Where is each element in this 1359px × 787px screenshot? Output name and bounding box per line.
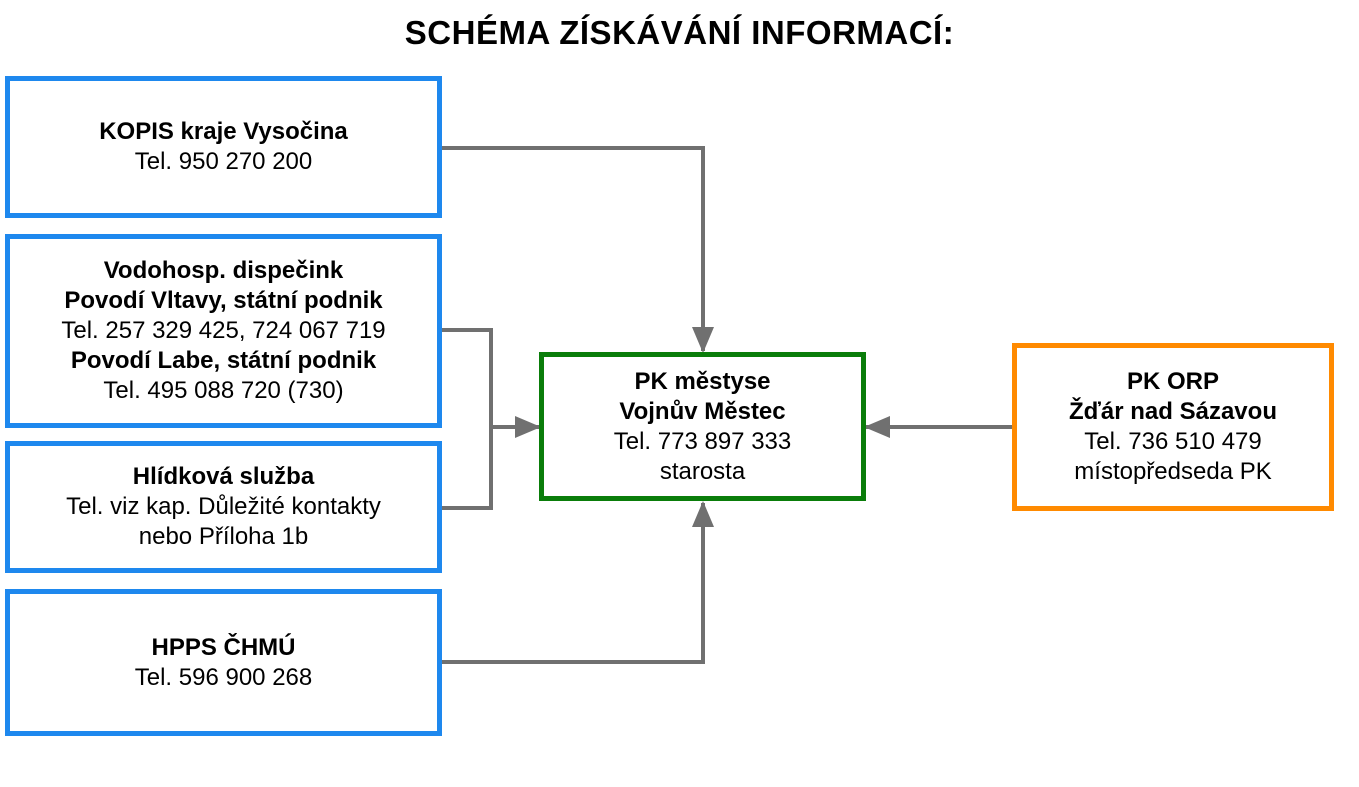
vodohosp-name: Vodohosp. dispečink [103,257,344,284]
diagram-title: SCHÉMA ZÍSKÁVÁNÍ INFORMACÍ: [404,14,955,51]
hpps-box: HPPS ČHMÚ Tel. 596 900 268 [5,589,442,736]
line-vodohosp [441,328,493,510]
hlidkova-line2: nebo Příloha 1b [138,523,309,550]
orp-box: PK ORP Žďár nad Sázavou Tel. 736 510 479… [1012,343,1334,511]
arrow-kopis-to-center [441,146,714,353]
vodohosp-box: Vodohosp. dispečink Povodí Vltavy, státn… [5,234,442,428]
vltava-tel: Tel. 257 329 425, 724 067 719 [61,317,386,344]
labe-tel: Tel. 495 088 720 (730) [103,377,344,404]
center-line1: PK městyse [634,367,771,395]
hpps-tel: Tel. 596 900 268 [134,663,313,691]
center-box: PK městyse Vojnův Městec Tel. 773 897 33… [539,352,866,501]
orp-line2: Žďár nad Sázavou [1069,398,1277,425]
hlidkova-name: Hlídková služba [132,463,315,490]
center-role: starosta [659,457,746,485]
orp-line1: PK ORP [1126,368,1219,395]
orp-tel: Tel. 736 510 479 [1084,428,1262,455]
hpps-name: HPPS ČHMÚ [151,633,296,661]
vltava-name: Povodí Vltavy, státní podnik [64,287,383,314]
orp-role: místopředseda PK [1074,458,1272,485]
hlidkova-line1: Tel. viz kap. Důležité kontakty [66,493,381,520]
kopis-name: KOPIS kraje Vysočina [99,118,348,145]
arrow-hpps-to-center [441,501,714,664]
hlidkova-box: Hlídková služba Tel. viz kap. Důležité k… [5,441,442,573]
center-tel: Tel. 773 897 333 [613,427,792,455]
kopis-tel: Tel. 950 270 200 [134,148,313,175]
labe-name: Povodí Labe, státní podnik [70,347,377,374]
center-line2: Vojnův Městec [619,397,786,425]
kopis-box: KOPIS kraje Vysočina Tel. 950 270 200 [5,76,442,218]
